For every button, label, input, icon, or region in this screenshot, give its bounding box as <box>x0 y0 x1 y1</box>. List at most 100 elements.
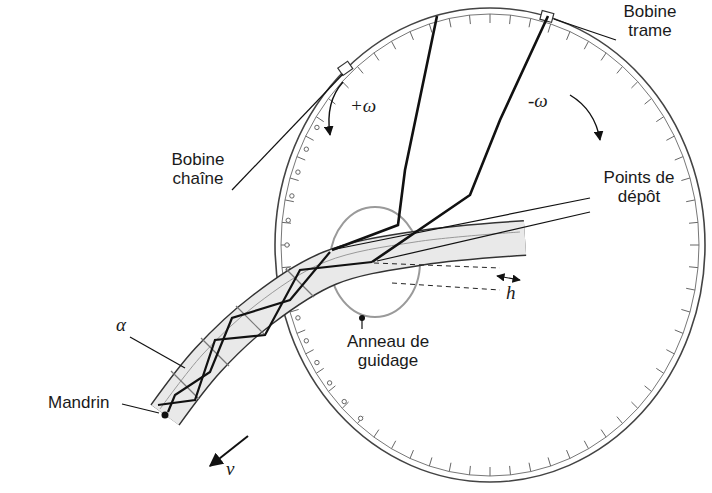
wheel-tick <box>584 41 588 49</box>
wheel-tick <box>306 350 314 354</box>
wheel-tick <box>675 157 683 160</box>
wheel-tick <box>529 18 531 27</box>
wheel-tick <box>410 450 413 458</box>
wheel-tick <box>686 200 695 202</box>
symbol-label: +ω <box>350 95 376 116</box>
wheel-tick <box>449 463 451 472</box>
wheel-tick <box>509 466 511 475</box>
wheel-tick <box>410 32 413 40</box>
wheel-tick <box>509 15 511 24</box>
wheel-tick <box>567 32 570 40</box>
wheel-tick <box>429 457 432 466</box>
wheel-tick <box>666 136 674 140</box>
wheel-tick <box>631 402 637 408</box>
rotation-arrow <box>329 82 343 135</box>
h-arrow <box>497 276 520 280</box>
wheel-hole <box>358 416 362 420</box>
wheel-tick <box>645 98 652 104</box>
wheel-tick <box>686 288 695 290</box>
braided-yarn <box>158 262 372 405</box>
leader-line <box>122 404 159 413</box>
part-label: Bobine trame <box>610 2 690 40</box>
wheel-tick <box>357 417 363 424</box>
wheel-tick <box>357 66 363 73</box>
wheel-hole <box>286 218 290 222</box>
wheel-tick <box>449 18 451 27</box>
wheel-tick <box>681 178 690 181</box>
wheel-tick <box>548 24 551 33</box>
warp-yarn <box>332 16 437 250</box>
wheel-tick <box>675 330 683 333</box>
symbol-label: α <box>116 314 126 335</box>
weft-yarn <box>372 16 548 262</box>
wheel-tick <box>689 222 698 224</box>
part-label: Anneau de guidage <box>330 332 446 370</box>
wheel-hole <box>315 360 319 364</box>
wheel-tick <box>601 430 606 437</box>
wheel-tick <box>689 266 698 268</box>
wheel-tick <box>567 450 570 458</box>
wheel-tick <box>328 386 335 392</box>
mandrel <box>158 232 525 415</box>
wheel-tick <box>666 350 674 354</box>
wheel-tick <box>374 430 379 437</box>
wheel-tick <box>391 41 395 49</box>
wheel-hole <box>285 243 289 247</box>
rotation-arrows <box>329 82 600 140</box>
leader-line <box>554 19 616 40</box>
wheel-tick <box>656 368 663 373</box>
wheel-tick <box>297 330 305 333</box>
part-label: Mandrin <box>48 393 109 412</box>
rotation-arrow <box>570 95 600 140</box>
leader-line <box>130 337 185 368</box>
warp-bobbin <box>338 61 353 75</box>
dashed-line <box>374 263 500 268</box>
wheel-hole <box>304 147 308 151</box>
wheel-tick <box>681 309 690 312</box>
symbol-label: -ω <box>528 90 548 111</box>
part-label: Bobine chaîne <box>158 150 238 188</box>
leader-line <box>377 212 590 261</box>
part-label: Points de dépôt <box>590 168 688 206</box>
mandrel-edge <box>160 232 520 409</box>
wheel-tick <box>297 157 305 160</box>
wheel-hole <box>296 170 300 174</box>
wheel-hole <box>296 316 300 320</box>
wheel-tick <box>548 457 551 466</box>
wheel-tick <box>290 178 299 181</box>
wheel-tick <box>656 117 663 122</box>
wheel-hole <box>304 339 308 343</box>
h-dimension <box>374 263 520 290</box>
wheel-tick <box>529 463 531 472</box>
symbol-label: v <box>226 458 234 479</box>
wheel-tick <box>584 441 588 449</box>
wheel-tick <box>429 24 432 33</box>
leader-lines <box>122 19 616 466</box>
braided-yarn <box>168 252 330 412</box>
wheel-tick <box>645 386 652 392</box>
leader-line <box>232 74 343 190</box>
dashed-line <box>392 283 500 290</box>
wheel-tick <box>306 136 314 140</box>
wheel-tick <box>316 117 323 122</box>
wheel-tick <box>490 467 491 476</box>
wheel-tick <box>617 66 623 73</box>
wheel-hole <box>342 399 346 403</box>
leader-dot <box>359 315 365 321</box>
wheel-tick <box>391 441 395 449</box>
wheel-tick <box>469 15 471 24</box>
wheel-tick <box>374 53 379 60</box>
leader-dot <box>162 412 169 419</box>
wheel-tick <box>601 53 606 60</box>
fabric-band <box>286 269 314 297</box>
yarns <box>332 16 548 262</box>
wheel-tick <box>617 417 623 424</box>
symbol-label: h <box>506 282 516 303</box>
wheel-tick <box>469 466 471 475</box>
wheel-tick <box>490 14 491 23</box>
wheel-tick <box>690 245 699 246</box>
wheel-tick <box>316 368 323 373</box>
wheel-hole <box>290 194 294 198</box>
